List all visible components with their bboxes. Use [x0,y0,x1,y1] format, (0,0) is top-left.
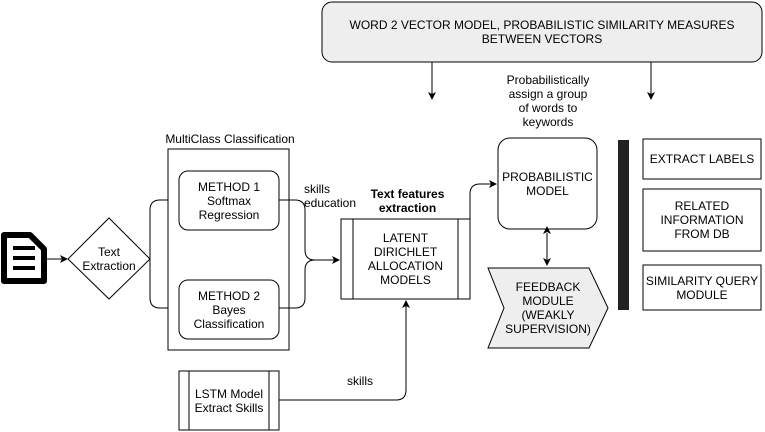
text-extraction-label: Text Extraction [82,245,136,273]
probabilistic-model-label: PROBABILISTIC MODEL [502,169,593,198]
arrow-method2-to-lda [279,259,316,309]
skills-education-label: skills education [303,182,357,210]
method1-label: METHOD 1 Softmax Regression [197,179,260,222]
arrow-extraction-to-method2 [149,259,179,312]
text-extraction-diamond [67,217,151,300]
skills-label: skills [347,374,373,388]
extract-labels-label: EXTRACT LABELS [649,152,755,166]
method2-box [178,279,280,340]
lda-box [340,218,471,300]
feedback-shape [487,267,609,349]
arrow-lda-to-prob [469,180,497,259]
extract-labels-box [642,138,762,180]
arrow-extraction-to-method1 [149,196,179,259]
multiclass-title: MultiClass Classification [165,132,295,146]
separator-bar [618,140,629,310]
document-icon [1,232,47,284]
arrow-method1-to-lda [279,199,340,264]
lda-label: LATENT DIRICHLET ALLOCATION MODELS [367,231,444,287]
word2vec-label: WORD 2 VECTOR MODEL, PROBABILISTIC SIMIL… [349,18,735,46]
lda-heading: Text features extraction [370,187,445,215]
word2vec-box [321,1,763,63]
related-info-label: RELATED INFORMATION FROM DB [660,199,744,241]
method2-label: METHOD 2 Bayes Classification [193,288,265,331]
related-info-box [642,188,762,252]
lstm-label: LSTM Model Extract Skills [194,386,264,415]
feedback-label: FEEDBACK MODULE (WEAKLY SUPERVISION) [505,280,591,336]
similarity-query-box [642,264,762,311]
similarity-query-label: SIMILARITY QUERY MODULE [645,273,759,302]
probabilistic-assign-label: Probabilistically assign a group of word… [506,73,590,129]
arrow-lstm-to-lda [279,300,410,401]
